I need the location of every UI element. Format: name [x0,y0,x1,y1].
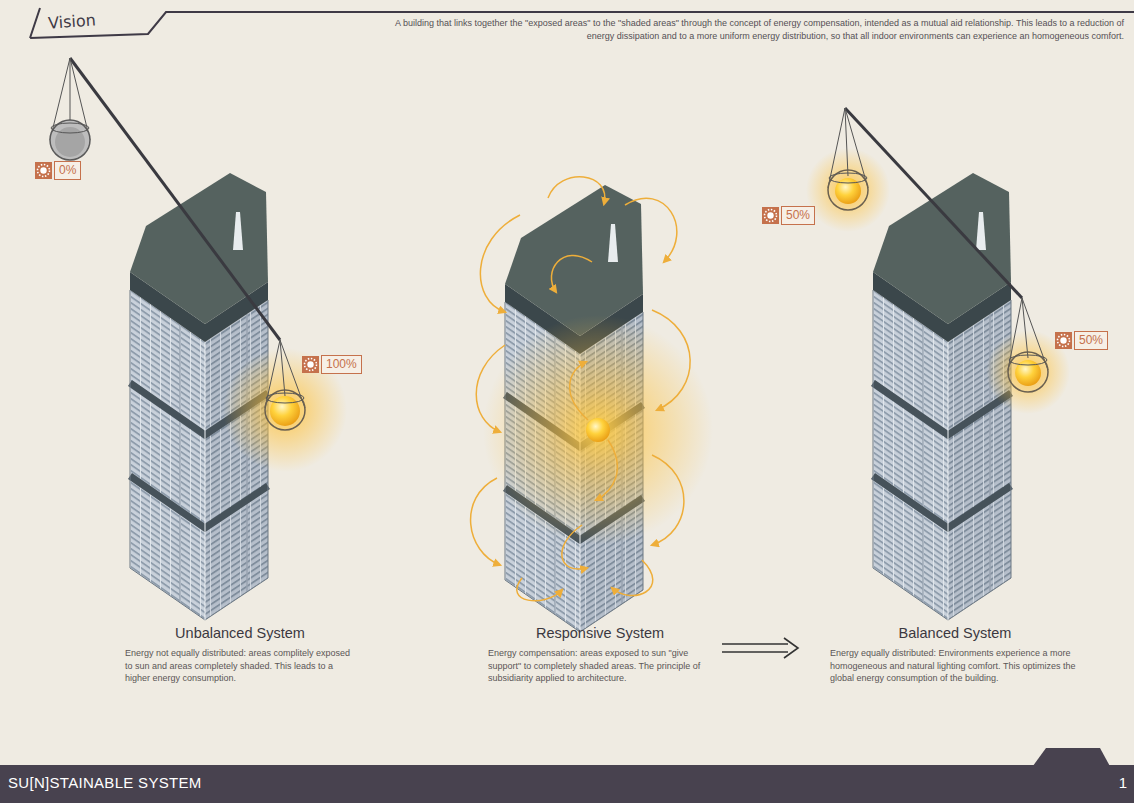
icon-ground [1055,332,1072,349]
percentage-value: 50% [781,206,815,225]
percentage-value: 0% [54,161,81,180]
percentage-badge: 50% [762,206,815,225]
building-unbalanced [50,58,347,620]
arrow-line [722,651,788,652]
icon-rays [1058,335,1070,347]
icon-ground [762,207,779,224]
lamp-sun [828,108,868,210]
building-balanced [806,108,1070,620]
sun [586,418,610,442]
double-arrow [722,638,798,658]
icon-rays [38,165,50,177]
system-description: Energy equally distributed: Environments… [830,647,1080,685]
sun-glow [806,148,890,232]
balance-beam [845,108,1022,298]
balance-beam [70,58,280,340]
sun-glow [986,330,1070,414]
icon-sun [307,361,313,367]
icon-sun [40,167,46,173]
percentage-badge: 100% [302,355,362,374]
sun-icon [1055,332,1072,349]
system-heading: Unbalanced System [125,624,355,642]
system-description: Energy compensation: areas exposed to su… [488,647,712,685]
lamp-sun [1008,298,1048,392]
icon-sun [767,212,773,218]
building-responsive [471,177,713,632]
tab-title: Vision [47,10,96,32]
system-caption: Balanced SystemEnergy equally distribute… [800,624,1090,685]
tower [873,173,1011,620]
system-caption: Responsive SystemEnergy compensation: ar… [488,624,720,685]
system-description: Energy not equally distributed: areas co… [125,647,355,685]
percentage-value: 100% [321,355,362,374]
system-caption: Unbalanced SystemEnergy not equally dist… [125,624,355,685]
icon-ground [35,162,52,179]
sun-glow [483,315,713,545]
lamp-sun [265,340,305,430]
arrow-line [722,643,788,644]
arrow-head [784,638,798,658]
energy-flow-arrows [471,177,691,601]
footer-band: SU[N]STAINABLE SYSTEM 1 [0,765,1134,803]
sun-icon [762,207,779,224]
lamp-empty [50,58,90,160]
system-heading: Balanced System [830,624,1080,642]
percentage-badge: 50% [1055,331,1108,350]
intro-note: A building that links together the "expo… [366,17,1124,43]
page-number: 1 [1119,774,1127,791]
sun-icon [35,162,52,179]
icon-rays [305,359,317,371]
icon-ground [302,356,319,373]
icon-rays [765,210,777,222]
sun-icon [302,356,319,373]
system-heading: Responsive System [488,624,712,642]
icon-sun [1060,337,1066,343]
footer-title: SU[N]STAINABLE SYSTEM [8,774,202,791]
percentage-badge: 0% [35,161,81,180]
percentage-value: 50% [1074,331,1108,350]
